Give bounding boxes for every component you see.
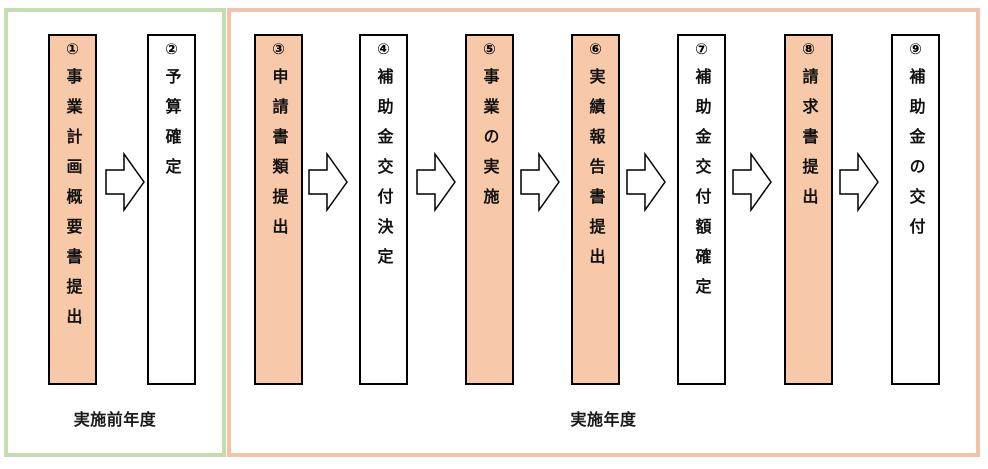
step-number: ⑨ (909, 40, 922, 58)
step-number: ⑧ (802, 40, 815, 58)
arrow-right-icon (732, 152, 772, 212)
group-current-year (227, 8, 980, 457)
step-number: ⑤ (483, 40, 496, 58)
step-label: 事業計画概要書提出 (63, 68, 83, 338)
step-5: ⑤ 事業の実施 (465, 34, 514, 385)
step-4: ④ 補助金交付決定 (359, 34, 408, 385)
step-label: 事業の実施 (480, 68, 500, 218)
group-prev-year (4, 8, 226, 457)
step-1: ① 事業計画概要書提出 (48, 34, 97, 385)
step-2: ② 予算確定 (147, 34, 196, 385)
arrow-right-icon (626, 152, 666, 212)
group-label-prev-year: 実施前年度 (73, 410, 157, 429)
step-number: ④ (377, 40, 390, 58)
step-label: 予算確定 (162, 68, 182, 188)
step-7: ⑦ 補助金交付額確定 (677, 34, 726, 385)
step-label: 申請書類提出 (269, 68, 289, 248)
group-label-current-year: 実施年度 (570, 410, 637, 429)
step-label: 請求書提出 (799, 68, 819, 218)
step-number: ③ (272, 40, 285, 58)
step-3: ③ 申請書類提出 (254, 34, 303, 385)
step-9: ⑨ 補助金の交付 (891, 34, 940, 385)
arrow-right-icon (520, 152, 560, 212)
step-label: 実績報告書提出 (586, 68, 606, 278)
step-number: ① (66, 40, 79, 58)
step-number: ② (165, 40, 178, 58)
arrow-right-icon (839, 152, 879, 212)
step-8: ⑧ 請求書提出 (784, 34, 833, 385)
step-number: ⑦ (695, 40, 708, 58)
step-label: 補助金交付決定 (374, 68, 394, 278)
step-label: 補助金の交付 (906, 68, 926, 248)
step-number: ⑥ (589, 40, 602, 58)
arrow-right-icon (416, 152, 456, 212)
step-label: 補助金交付額確定 (692, 68, 712, 308)
arrow-right-icon (105, 152, 145, 212)
arrow-right-icon (308, 152, 348, 212)
step-6: ⑥ 実績報告書提出 (571, 34, 620, 385)
